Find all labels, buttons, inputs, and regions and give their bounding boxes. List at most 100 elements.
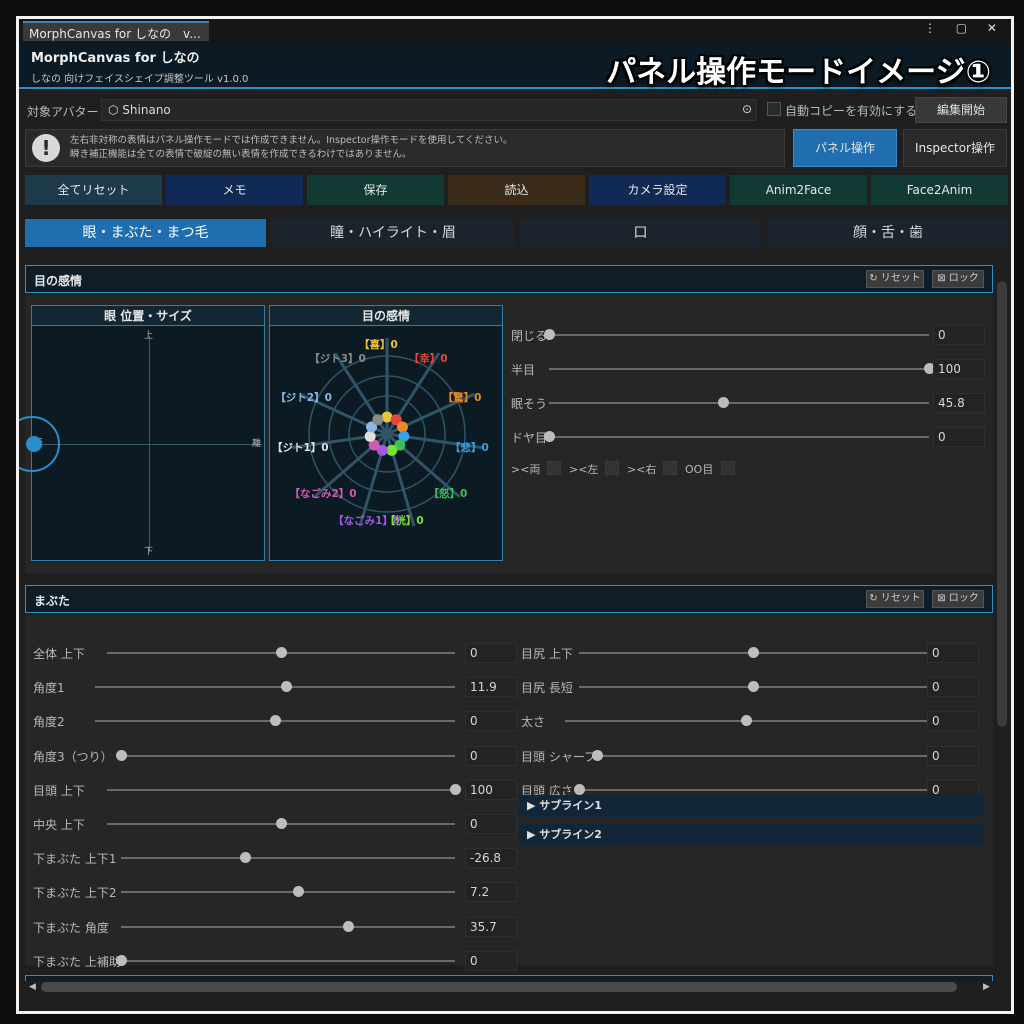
toggle-checkbox[interactable] bbox=[547, 461, 561, 475]
slider-value-field[interactable]: 45.8 bbox=[933, 393, 985, 413]
slider-value-field[interactable]: 0 bbox=[927, 677, 979, 698]
slider-track[interactable] bbox=[549, 334, 929, 336]
toolbar-button[interactable]: メモ bbox=[166, 175, 303, 205]
window-tab[interactable]: MorphCanvas for しなの v... bbox=[23, 21, 209, 41]
radar-handle[interactable] bbox=[390, 414, 402, 426]
vertical-scrollbar[interactable] bbox=[997, 281, 1007, 727]
slider-knob[interactable] bbox=[741, 715, 752, 727]
radar-handle[interactable] bbox=[368, 439, 380, 451]
scroll-left-icon[interactable]: ◀ bbox=[29, 982, 36, 992]
autocopy-checkbox[interactable] bbox=[767, 102, 781, 116]
inspector-mode-button[interactable]: Inspector操作 bbox=[903, 129, 1007, 167]
slider-track[interactable] bbox=[597, 754, 927, 757]
slider-value-field[interactable]: 0 bbox=[465, 950, 517, 971]
slider-knob[interactable] bbox=[116, 954, 127, 966]
toolbar-button[interactable]: Face2Anim bbox=[871, 175, 1008, 205]
subline2-foldout[interactable]: ▶ サブライン2 bbox=[519, 824, 983, 846]
slider-value-field[interactable]: 7.2 bbox=[465, 882, 517, 903]
slider-knob[interactable] bbox=[293, 886, 305, 898]
position-handle[interactable] bbox=[26, 436, 42, 452]
panel-mode-button[interactable]: パネル操作 bbox=[793, 129, 897, 167]
slider-value-field[interactable]: 0 bbox=[927, 711, 979, 732]
toolbar-button[interactable]: Anim2Face bbox=[730, 175, 867, 205]
toolbar-button[interactable]: 全てリセット bbox=[25, 175, 162, 205]
radar-handle[interactable] bbox=[376, 444, 388, 456]
scroll-right-icon[interactable]: ▶ bbox=[983, 982, 990, 992]
eyelid-lock-button[interactable]: ⊠ ロック bbox=[932, 590, 984, 608]
category-tab[interactable]: 眼・まぶた・まつ毛 bbox=[25, 219, 266, 247]
slider-track[interactable] bbox=[121, 959, 455, 962]
radar-handle[interactable] bbox=[394, 439, 406, 451]
slider-value-field[interactable]: 0 bbox=[465, 814, 517, 834]
slider-knob[interactable] bbox=[276, 818, 287, 829]
category-tab[interactable]: 瞳・ハイライト・眉 bbox=[272, 219, 514, 247]
category-tab[interactable]: 顔・舌・歯 bbox=[767, 219, 1009, 247]
slider-knob[interactable] bbox=[544, 329, 555, 340]
toolbar-button[interactable]: カメラ設定 bbox=[589, 175, 726, 205]
slider-value-field[interactable]: 0 bbox=[465, 711, 517, 732]
slider-track[interactable] bbox=[95, 686, 455, 689]
slider-knob[interactable] bbox=[343, 920, 355, 932]
radar-handle[interactable] bbox=[398, 430, 410, 442]
slider-track[interactable] bbox=[549, 436, 929, 438]
horizontal-scrollbar[interactable] bbox=[41, 982, 957, 992]
slider-value-field[interactable]: 35.7 bbox=[465, 916, 517, 937]
slider-knob[interactable] bbox=[574, 783, 585, 795]
slider-track[interactable] bbox=[549, 402, 929, 404]
slider-value-field[interactable]: 11.9 bbox=[465, 677, 517, 698]
slider-knob[interactable] bbox=[924, 363, 935, 374]
toolbar-button[interactable]: 保存 bbox=[307, 175, 444, 205]
slider-knob[interactable] bbox=[116, 749, 127, 761]
slider-knob[interactable] bbox=[450, 783, 461, 795]
radar-handle[interactable] bbox=[396, 421, 408, 433]
toggle-checkbox[interactable] bbox=[721, 461, 735, 475]
radar-handle[interactable] bbox=[381, 411, 393, 423]
radar-handle[interactable] bbox=[364, 430, 376, 442]
slider-value-field[interactable]: 0 bbox=[927, 745, 979, 766]
slider-track[interactable] bbox=[121, 857, 455, 860]
slider-track[interactable] bbox=[121, 925, 455, 928]
warning-line-2: 瞬き補正機能は全ての表情で破綻の無い表情を作成できるわけではありません。 bbox=[70, 149, 412, 160]
window-controls[interactable]: ⋮ ▢ ✕ bbox=[923, 21, 1005, 35]
toggle-checkbox[interactable] bbox=[663, 461, 677, 475]
slider-track[interactable] bbox=[549, 368, 929, 370]
slider-knob[interactable] bbox=[544, 431, 555, 442]
slider-value-field[interactable]: 0 bbox=[927, 643, 979, 663]
radar-handle[interactable] bbox=[372, 414, 384, 426]
subline1-foldout[interactable]: ▶ サブライン1 bbox=[519, 795, 983, 817]
edit-start-button[interactable]: 編集開始 bbox=[915, 97, 1007, 123]
radar-dots[interactable] bbox=[364, 411, 410, 456]
slider-knob[interactable] bbox=[748, 681, 759, 693]
radar-handle[interactable] bbox=[386, 444, 398, 456]
slider-track[interactable] bbox=[579, 788, 927, 791]
eye-position-panel[interactable]: 眼 位置・サイズ 上 下 近 離 bbox=[19, 305, 265, 561]
slider-value-field[interactable]: 0 bbox=[465, 643, 517, 663]
slider-knob[interactable] bbox=[748, 647, 759, 658]
toggle-checkbox[interactable] bbox=[605, 461, 619, 475]
slider-track[interactable] bbox=[107, 788, 455, 791]
avatar-field[interactable]: ⬡ Shinano ⊙ bbox=[101, 99, 757, 121]
slider-track[interactable] bbox=[121, 754, 455, 757]
eye-emotion-panel[interactable]: 目の感情 【喜】0【幸】0【驚】0【悲】0【怒】0【恍】0【なごみ1】0【なごみ… bbox=[269, 305, 503, 561]
slider-value-field[interactable]: 0 bbox=[465, 745, 517, 766]
slider-knob[interactable] bbox=[592, 749, 603, 761]
slider-value-field[interactable]: 100 bbox=[933, 359, 985, 379]
eye-emotion-reset-button[interactable]: ↻ リセット bbox=[866, 270, 924, 288]
eyelid-reset-button[interactable]: ↻ リセット bbox=[866, 590, 924, 608]
slider-knob[interactable] bbox=[718, 397, 730, 408]
toolbar-button[interactable]: 読込 bbox=[448, 175, 585, 205]
slider-value-field[interactable]: 0 bbox=[933, 427, 985, 447]
slider-knob[interactable] bbox=[276, 647, 287, 658]
emotion-radar[interactable] bbox=[270, 326, 504, 562]
slider-value-field[interactable]: 100 bbox=[465, 779, 517, 800]
slider-knob[interactable] bbox=[270, 715, 281, 727]
eye-emotion-lock-button[interactable]: ⊠ ロック bbox=[932, 270, 984, 288]
slider-track[interactable] bbox=[121, 891, 455, 894]
category-tab[interactable]: 口 bbox=[520, 219, 761, 247]
slider-knob[interactable] bbox=[239, 852, 251, 864]
slider-knob[interactable] bbox=[280, 681, 292, 693]
radar-handle[interactable] bbox=[366, 421, 378, 433]
slider-value-field[interactable]: -26.8 bbox=[465, 848, 517, 869]
slider-value-field[interactable]: 0 bbox=[933, 325, 985, 345]
object-picker-icon[interactable]: ⊙ bbox=[741, 102, 752, 116]
